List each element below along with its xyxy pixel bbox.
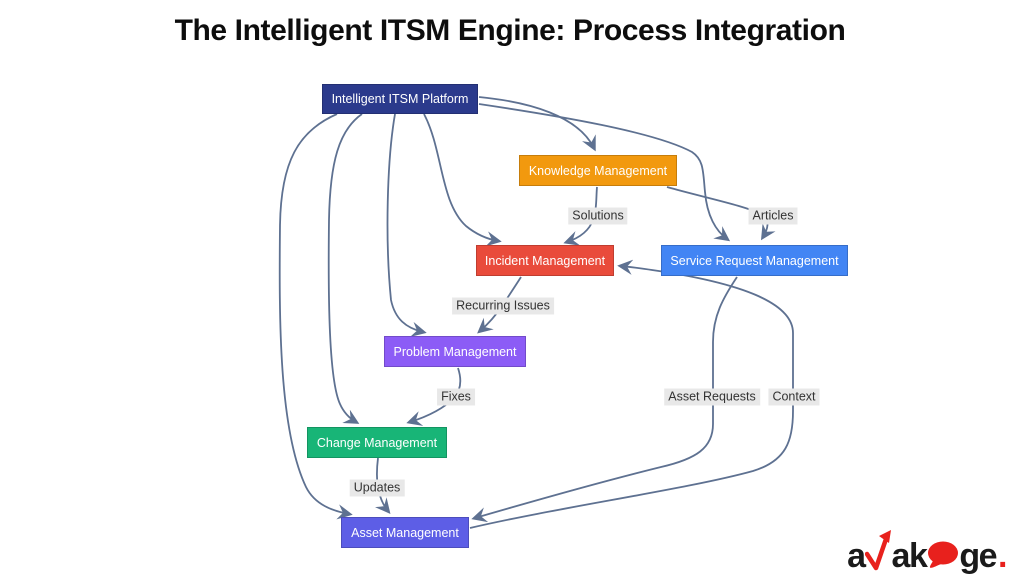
page-title: The Intelligent ITSM Engine: Process Int…	[174, 14, 846, 47]
logo-letters-ak: ak	[891, 537, 928, 576]
edge-platform-service	[478, 103, 731, 242]
edge-label-articles: Articles	[748, 207, 798, 225]
edge-asset-incident	[469, 259, 794, 529]
edge-label-updates: Updates	[349, 479, 405, 497]
edge-service-asset	[471, 276, 738, 523]
trend-arrow-icon	[864, 530, 891, 571]
node-change: Change Management	[307, 427, 447, 458]
logo-letters-ge: ge	[959, 537, 997, 576]
node-service: Service Request Management	[661, 245, 848, 276]
edge-platform-incident	[423, 113, 502, 247]
logo-letter-a: a	[847, 537, 866, 576]
node-asset: Asset Management	[341, 517, 469, 548]
node-problem: Problem Management	[384, 336, 526, 367]
logo: a ak ge .	[847, 530, 1007, 576]
edge-platform-problem	[386, 113, 427, 337]
edge-label-recurring-issues: Recurring Issues	[452, 297, 554, 315]
edge-label-asset-requests: Asset Requests	[664, 388, 760, 406]
edge-platform-knowledge	[478, 96, 596, 152]
edge-label-fixes: Fixes	[437, 388, 475, 406]
edge-platform-change	[327, 113, 363, 424]
speech-bubble-icon	[928, 541, 959, 568]
node-platform: Intelligent ITSM Platform	[322, 84, 478, 114]
node-knowledge: Knowledge Management	[519, 155, 677, 186]
node-incident: Incident Management	[476, 245, 614, 276]
edge-label-solutions: Solutions	[568, 207, 628, 225]
logo-dot: .	[998, 537, 1007, 576]
edge-label-context: Context	[768, 388, 820, 406]
edge-platform-asset	[278, 113, 353, 520]
